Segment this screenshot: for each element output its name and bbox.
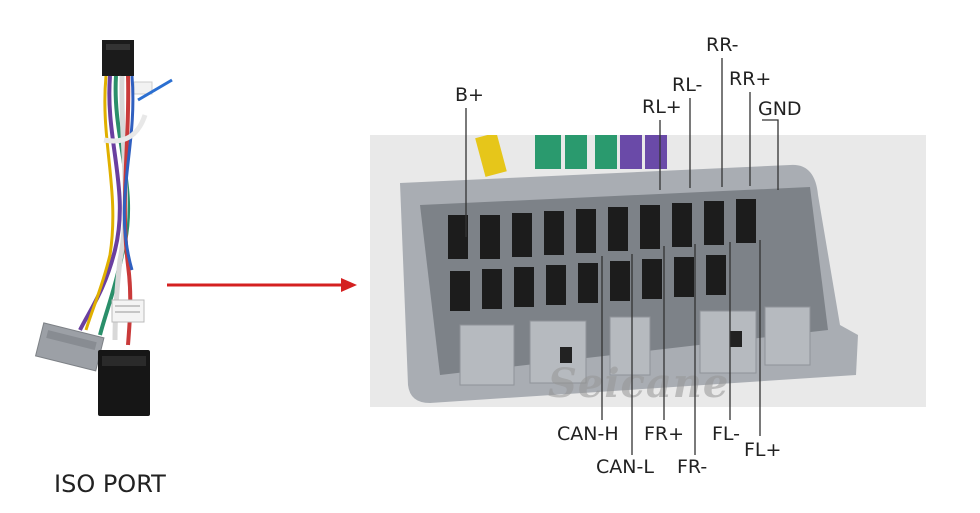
watermark-text: Seicane bbox=[548, 360, 730, 407]
label-can-h: CAN-H bbox=[557, 423, 619, 445]
connector-closeup-image bbox=[370, 135, 926, 407]
label-fl-plus: FL+ bbox=[744, 439, 782, 461]
label-rr-minus: RR- bbox=[706, 34, 739, 56]
label-fr-plus: FR+ bbox=[644, 423, 685, 445]
red-arrow bbox=[167, 278, 357, 292]
label-gnd: GND bbox=[758, 98, 802, 120]
label-b-plus: B+ bbox=[455, 84, 484, 106]
wiring-harness-image bbox=[34, 40, 173, 416]
label-fl-minus: FL- bbox=[712, 423, 741, 445]
label-fr-minus: FR- bbox=[677, 456, 708, 478]
label-rl-plus: RL+ bbox=[642, 96, 682, 118]
iso-port-caption: ISO PORT bbox=[54, 470, 166, 498]
label-rr-plus: RR+ bbox=[729, 68, 772, 90]
label-can-l: CAN-L bbox=[596, 456, 654, 478]
label-rl-minus: RL- bbox=[672, 74, 703, 96]
